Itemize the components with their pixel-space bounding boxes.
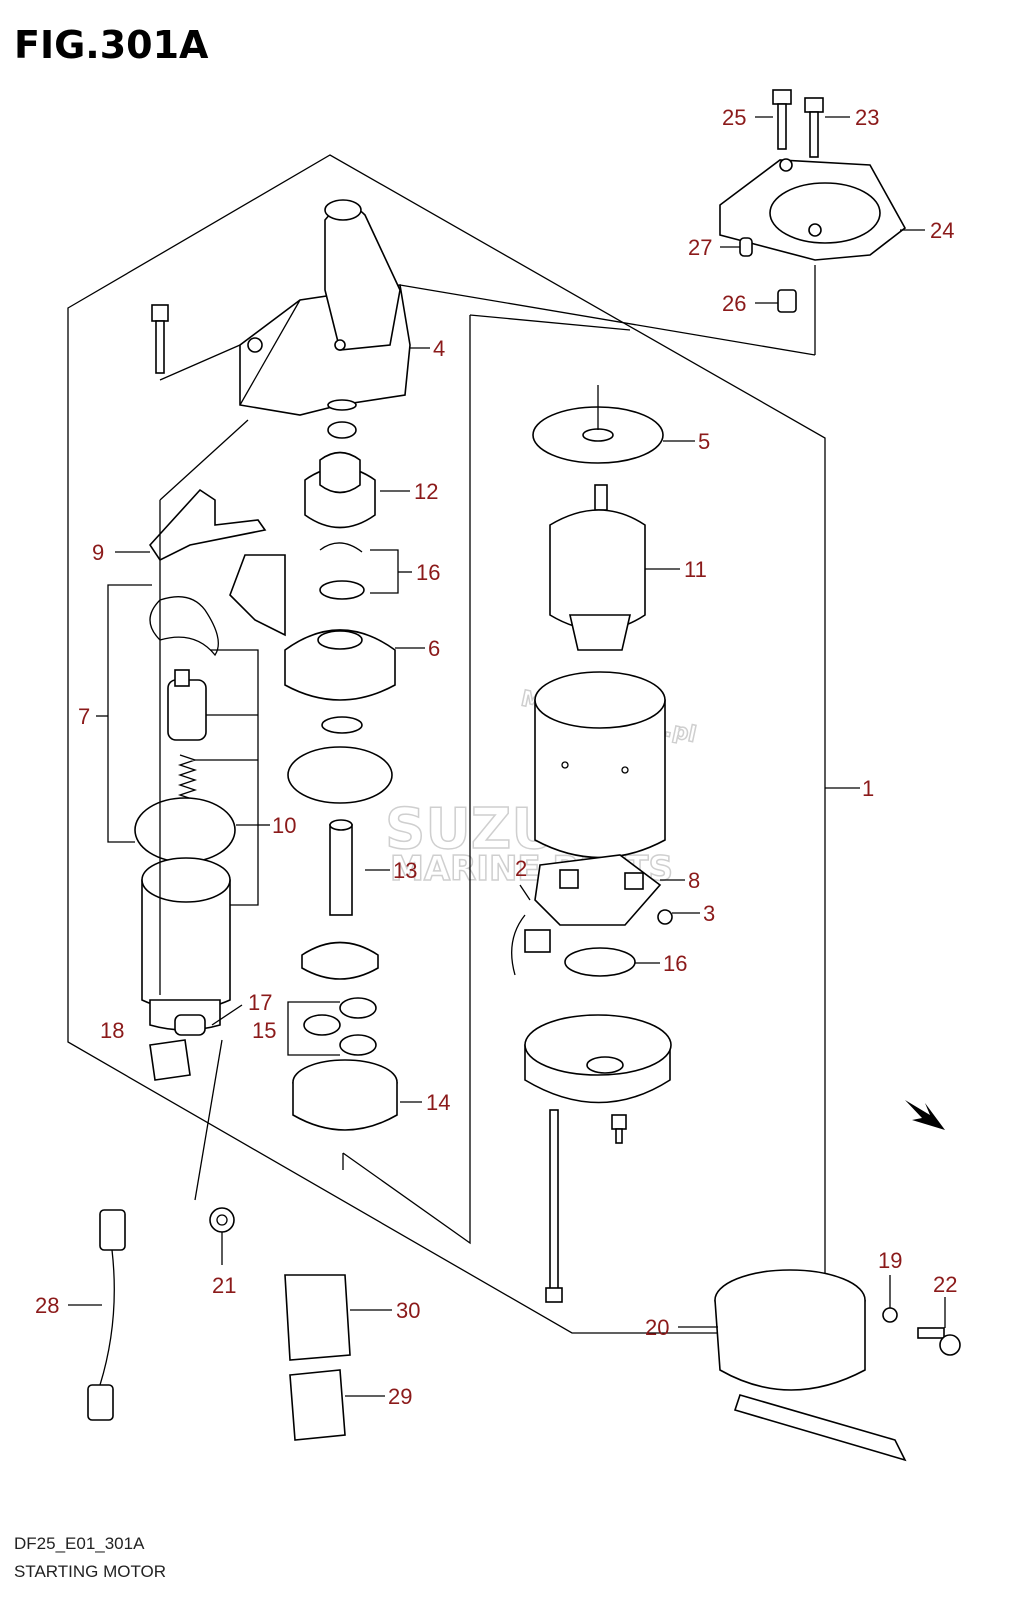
figure-title: FIG.301A bbox=[14, 23, 209, 67]
callout-16a: 16 bbox=[416, 560, 440, 585]
gear-housing-part bbox=[284, 629, 396, 804]
ring-gear-part bbox=[292, 1059, 398, 1131]
callout-18: 18 bbox=[100, 1018, 124, 1043]
callout-12: 12 bbox=[414, 479, 438, 504]
callout-30: 30 bbox=[396, 1298, 420, 1323]
callout-13: 13 bbox=[393, 858, 417, 883]
bolt-22-part bbox=[917, 1327, 961, 1356]
callout-2: 2 bbox=[515, 856, 527, 881]
callout-22: 22 bbox=[933, 1272, 957, 1297]
planet-gears-part bbox=[303, 997, 377, 1056]
callout-labels: 1 2 3 4 5 6 7 8 9 10 11 12 13 14 15 16 1… bbox=[35, 105, 957, 1409]
callout-10: 10 bbox=[272, 813, 296, 838]
callout-28: 28 bbox=[35, 1293, 59, 1318]
callout-24: 24 bbox=[930, 218, 954, 243]
cable-part bbox=[87, 1209, 126, 1421]
callout-29: 29 bbox=[388, 1384, 412, 1409]
solenoid-body-part bbox=[141, 857, 231, 1036]
callout-1: 1 bbox=[862, 776, 874, 801]
solenoid-part bbox=[134, 554, 286, 863]
callout-26: 26 bbox=[722, 291, 746, 316]
callout-6: 6 bbox=[428, 636, 440, 661]
pinion-part bbox=[304, 399, 376, 529]
bracket-part bbox=[719, 89, 907, 313]
callout-3: 3 bbox=[703, 901, 715, 926]
plate-part bbox=[532, 385, 664, 464]
washer-part bbox=[564, 947, 636, 977]
band-part bbox=[714, 1269, 907, 1462]
relay-30-part bbox=[284, 1274, 351, 1361]
callout-5: 5 bbox=[698, 429, 710, 454]
callout-20: 20 bbox=[645, 1315, 669, 1340]
assembly-frame-outer bbox=[67, 154, 826, 1334]
assembly-frame-inner bbox=[342, 315, 471, 1245]
clamp-part bbox=[149, 1039, 191, 1081]
callout-15: 15 bbox=[252, 1018, 276, 1043]
figure-code: DF25_E01_301A bbox=[14, 1534, 145, 1553]
callout-9: 9 bbox=[92, 540, 104, 565]
armature-part bbox=[549, 484, 646, 651]
callout-16b: 16 bbox=[663, 951, 687, 976]
callout-4: 4 bbox=[433, 336, 445, 361]
callout-7: 7 bbox=[78, 704, 90, 729]
callout-21: 21 bbox=[212, 1273, 236, 1298]
nut-part bbox=[657, 909, 673, 925]
bolt-part bbox=[151, 304, 169, 374]
figure-caption: STARTING MOTOR bbox=[14, 1562, 166, 1581]
callout-19: 19 bbox=[878, 1248, 902, 1273]
direction-arrow-icon bbox=[905, 1100, 945, 1130]
through-bolt-part bbox=[549, 1109, 559, 1291]
callout-8: 8 bbox=[688, 868, 700, 893]
end-cover-part bbox=[524, 1014, 672, 1104]
callout-17: 17 bbox=[248, 990, 272, 1015]
clip-part bbox=[319, 542, 363, 553]
brush-holder-part bbox=[511, 854, 662, 976]
leader-lines bbox=[68, 116, 946, 1397]
callout-25: 25 bbox=[722, 105, 746, 130]
relay-29-part bbox=[289, 1369, 346, 1441]
front-housing-part bbox=[239, 199, 411, 416]
callout-11: 11 bbox=[684, 557, 707, 582]
nut-21-part bbox=[209, 1207, 235, 1233]
callout-23: 23 bbox=[855, 105, 879, 130]
callout-27: 27 bbox=[688, 235, 712, 260]
yoke-part bbox=[534, 671, 666, 859]
lever-part bbox=[148, 488, 267, 562]
callout-14: 14 bbox=[426, 1090, 450, 1115]
shaft-part bbox=[301, 819, 379, 980]
